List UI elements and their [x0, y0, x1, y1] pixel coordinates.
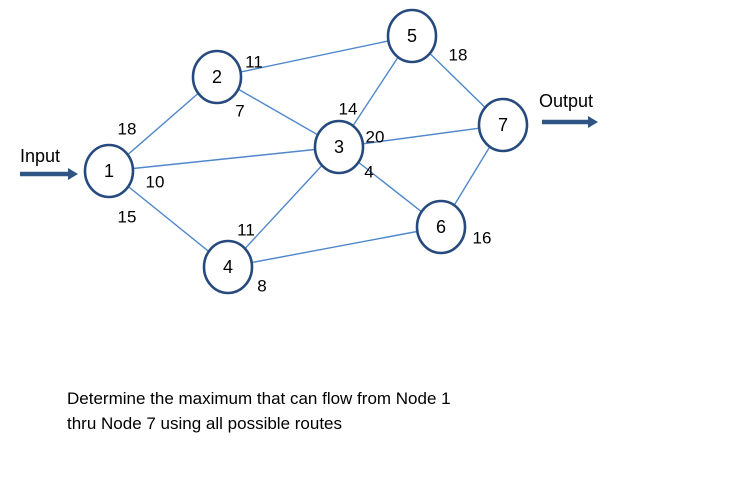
- capacity-label-4-3: 11: [237, 221, 255, 240]
- question-line-2: thru Node 7 using all possible routes: [67, 414, 342, 433]
- input-arrow-head: [68, 168, 78, 180]
- capacity-label-3-7: 20: [366, 128, 385, 147]
- output-arrow-head: [588, 116, 598, 128]
- capacity-label-4-6: 8: [257, 277, 266, 296]
- node-5: 5: [386, 8, 438, 64]
- capacity-label-1-2: 18: [118, 120, 137, 139]
- node-6-label: 6: [436, 217, 446, 237]
- capacity-label-3-6: 4: [364, 163, 373, 182]
- node-1: 1: [83, 143, 135, 199]
- edge-3-7: [338, 124, 504, 148]
- node-3: 3: [313, 119, 365, 175]
- node-1-label: 1: [104, 161, 114, 181]
- question-text: Determine the maximum that can flow from…: [67, 386, 451, 436]
- node-2: 2: [191, 49, 243, 105]
- input-label: Input: [20, 146, 60, 166]
- node-5-circle: [386, 8, 438, 64]
- node-5-label: 5: [407, 26, 417, 46]
- output-label: Output: [539, 91, 593, 111]
- output-arrow-icon: [542, 116, 598, 128]
- node-3-circle: [313, 119, 365, 175]
- edge-1-3: [108, 146, 340, 172]
- node-7-circle: [477, 97, 529, 153]
- node-7: 7: [477, 97, 529, 153]
- node-2-circle: [191, 49, 243, 105]
- capacity-label-5-7: 18: [449, 46, 468, 65]
- question-line-1: Determine the maximum that can flow from…: [67, 389, 451, 408]
- capacity-label-2-3: 7: [235, 102, 244, 121]
- edge-4-6: [227, 226, 442, 268]
- input-arrow-icon: [20, 168, 78, 180]
- node-1-circle: [83, 143, 135, 199]
- capacity-label-2-5: 11: [245, 53, 263, 72]
- node-6: 6: [415, 199, 467, 255]
- capacity-label-3-5: 14: [339, 100, 358, 119]
- node-6-circle: [415, 199, 467, 255]
- node-4-label: 4: [223, 257, 233, 277]
- capacity-label-1-4: 15: [118, 208, 137, 227]
- node-4: 4: [202, 239, 254, 295]
- edge-4-3: [227, 146, 340, 268]
- edge-2-5: [216, 35, 413, 78]
- capacity-label-6-7: 16: [473, 229, 492, 248]
- capacity-label-1-3: 10: [146, 173, 165, 192]
- node-3-label: 3: [334, 137, 344, 157]
- node-7-label: 7: [498, 115, 508, 135]
- node-2-label: 2: [212, 67, 222, 87]
- node-4-circle: [202, 239, 254, 295]
